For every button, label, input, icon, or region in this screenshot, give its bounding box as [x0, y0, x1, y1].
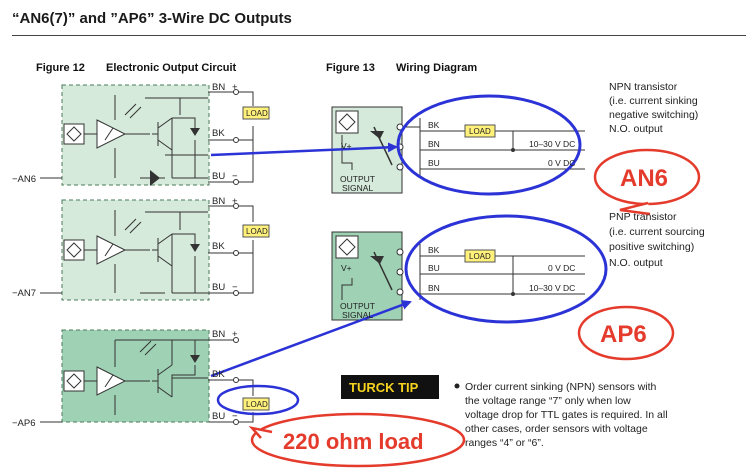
c1-minus-label: −: [232, 171, 238, 182]
load-boxes: LOAD LOAD LOAD LOAD LOAD: [242, 106, 496, 411]
pnp-note-line: positive switching): [609, 241, 694, 253]
c2-minus-label: −: [232, 282, 238, 293]
amplifier-icon: [96, 235, 127, 265]
pnp-bu-label: BU: [428, 263, 440, 273]
npn-bu-label: BU: [428, 158, 440, 168]
c2-bu-label: BU: [212, 282, 225, 293]
npn-zero-voltage: 0 V DC: [548, 158, 575, 168]
load-callout-text: 220 ohm load: [283, 429, 424, 454]
ap6-callout-text: AP6: [600, 321, 647, 348]
tip-line: the voltage range “7” only when low: [465, 395, 631, 407]
npn-note-line: negative switching): [609, 109, 698, 121]
c1-plus-label: +: [232, 82, 238, 93]
pnp-highlight-ellipse: [404, 214, 608, 324]
page-title: “AN6(7)” and ”AP6” 3-Wire DC Outputs: [12, 10, 292, 27]
amplifier-icon: [96, 366, 127, 396]
load-callout: [250, 412, 466, 468]
npn-bn-label: BN: [428, 139, 440, 149]
turck-tip-badge: [341, 375, 439, 399]
figure-13-number: Figure 13: [326, 62, 375, 74]
npn-signal-label: SIGNAL: [342, 183, 373, 193]
pnp-vplus-label: V+: [341, 263, 352, 273]
pnp-signal-label: SIGNAL: [342, 310, 373, 320]
load-highlight-ellipse: [216, 384, 300, 416]
c3-bk-label: BK: [212, 369, 225, 380]
circuit-an7: [40, 199, 254, 301]
load-box-label: LOAD: [246, 400, 268, 409]
wiring-pnp: [331, 231, 585, 321]
load-box-label: LOAD: [469, 127, 491, 136]
pnp-output-label: OUTPUT: [340, 301, 375, 311]
c3-bn-label: BN: [212, 329, 225, 340]
tip-line: other cases, order sensors with voltage: [465, 423, 648, 435]
load-box: [464, 124, 496, 138]
c2-plus-label: +: [232, 196, 238, 207]
pnp-note-line: PNP transistor: [609, 211, 677, 223]
tip-line: Order current sinking (NPN) sensors with: [465, 381, 657, 393]
pnp-note-line: (i.e. current sourcing: [609, 226, 705, 238]
pnp-bn-label: BN: [428, 283, 440, 293]
npn-note-line: NPN transistor: [609, 81, 678, 93]
circuit-ap6-panel: [61, 329, 210, 423]
figure-12-number: Figure 12: [36, 62, 85, 74]
tip-bullet: [454, 383, 460, 389]
npn-note-line: (i.e. current sinking: [609, 95, 698, 107]
npn-vplus-label: V+: [341, 141, 352, 151]
load-box-label: LOAD: [246, 109, 268, 118]
load-box: [242, 397, 270, 411]
circuit-ap6: [40, 329, 254, 425]
load-box: [242, 224, 270, 238]
tip-line: ranges “4” or “6”.: [465, 437, 544, 449]
load-box-label: LOAD: [469, 252, 491, 261]
ap6-arrow: [210, 300, 412, 378]
amplifier-icon: [96, 119, 127, 149]
figure-12-caption: Electronic Output Circuit: [106, 62, 237, 74]
load-box-label: LOAD: [246, 227, 268, 236]
c2-bn-label: BN: [212, 196, 225, 207]
npn-supply-voltage: 10–30 V DC: [529, 139, 575, 149]
title-divider: [12, 35, 746, 36]
npn-note-line: N.O. output: [609, 123, 663, 135]
pnp-supply-voltage: 10–30 V DC: [529, 283, 575, 293]
c3-plus-label: +: [232, 329, 238, 340]
pnp-note-line: N.O. output: [609, 257, 663, 269]
figure-13-caption: Wiring Diagram: [396, 62, 478, 74]
an6-arrow: [210, 142, 398, 157]
npn-highlight-ellipse: [396, 94, 582, 196]
turck-tip-label: TURCK TIP: [349, 380, 419, 395]
circuit-an6: [40, 84, 254, 186]
ap6-callout: [577, 305, 675, 361]
c1-bu-label: BU: [212, 171, 225, 182]
load-box: [464, 249, 496, 263]
c2-bk-label: BK: [212, 241, 225, 252]
c2-model-label: −AN7: [12, 288, 36, 299]
sensor-icon: [335, 110, 359, 134]
load-box: [242, 106, 270, 120]
npn-output-label: OUTPUT: [340, 174, 375, 184]
pnp-bk-label: BK: [428, 245, 440, 255]
c3-minus-label: −: [232, 411, 238, 422]
circuit-an6-panel: [61, 84, 210, 186]
c1-model-label: −AN6: [12, 174, 36, 185]
c3-model-label: −AP6: [12, 418, 36, 429]
c3-bu-label: BU: [212, 411, 225, 422]
c1-bk-label: BK: [212, 128, 225, 139]
sensor-icon: [335, 235, 359, 259]
npn-bk-label: BK: [428, 120, 440, 130]
c1-bn-label: BN: [212, 82, 225, 93]
an6-callout-text: AN6: [620, 165, 668, 192]
pnp-zero-voltage: 0 V DC: [548, 263, 575, 273]
tip-line: voltage drop for TTL gates is required. …: [465, 409, 668, 421]
